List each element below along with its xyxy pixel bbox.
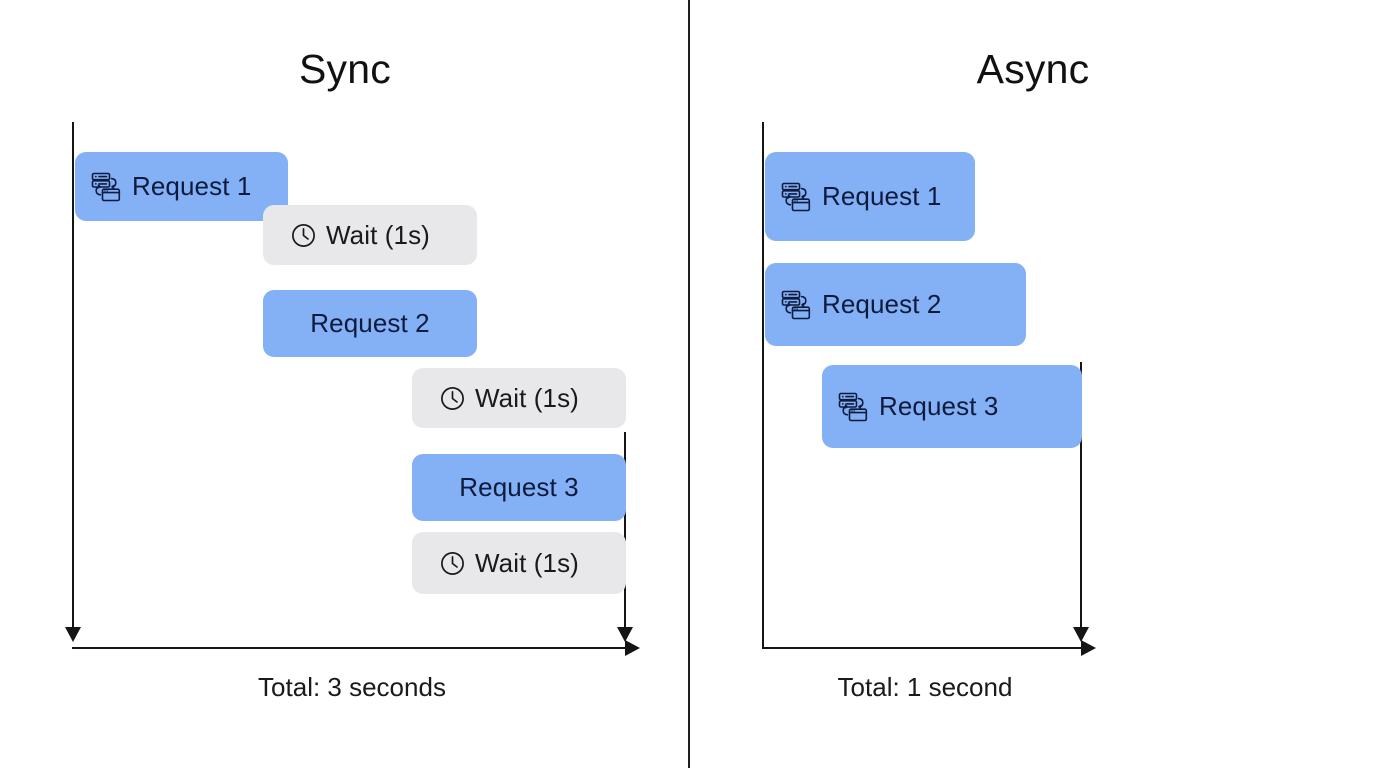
clock-icon — [290, 222, 317, 249]
sync-bar-wait-3-label: Wait (1s) — [475, 547, 579, 578]
api-request-icon — [779, 288, 813, 322]
async-end-axis-arrowhead — [1073, 627, 1089, 642]
api-request-icon — [836, 390, 870, 424]
sync-bar-wait-1[interactable]: Wait (1s) — [263, 205, 477, 265]
api-request-icon — [89, 170, 123, 204]
async-bar-request-3[interactable]: Request 3 — [822, 365, 1082, 448]
async-duration-arrowhead — [1081, 640, 1096, 656]
sync-bar-wait-3[interactable]: Wait (1s) — [412, 532, 626, 594]
api-request-icon — [779, 180, 813, 214]
sync-start-axis-line — [72, 122, 74, 627]
sync-total-label: Total: 3 seconds — [258, 672, 446, 702]
async-bar-request-1[interactable]: Request 1 — [765, 152, 975, 241]
panel-divider — [688, 0, 690, 768]
sync-duration-baseline — [72, 647, 632, 649]
async-total-label: Total: 1 second — [837, 672, 1013, 702]
sync-bar-wait-1-label: Wait (1s) — [326, 219, 430, 250]
async-bar-request-3-label: Request 3 — [879, 391, 999, 421]
async-bar-request-2[interactable]: Request 2 — [765, 263, 1026, 346]
async-bar-request-1-label: Request 1 — [822, 181, 942, 211]
sync-end-axis-arrowhead — [617, 627, 633, 642]
async-panel-title: Async — [976, 46, 1090, 92]
sync-bar-request-3-label: Request 3 — [459, 472, 579, 502]
sync-bar-request-1[interactable]: Request 1 — [75, 152, 288, 221]
async-duration-baseline — [762, 647, 1088, 649]
sync-bar-request-2[interactable]: Request 2 — [263, 290, 477, 357]
sync-bar-request-1-label: Request 1 — [132, 171, 252, 201]
sync-panel-title: Sync — [299, 46, 391, 92]
clock-icon — [439, 550, 466, 577]
sync-start-axis-arrowhead — [65, 627, 81, 642]
sync-bar-wait-2[interactable]: Wait (1s) — [412, 368, 626, 428]
sync-duration-arrowhead — [625, 640, 640, 656]
sync-end-axis-line — [624, 432, 626, 627]
sync-bar-request-3[interactable]: Request 3 — [412, 454, 626, 521]
sync-bar-request-2-label: Request 2 — [310, 308, 430, 338]
sync-bar-wait-2-label: Wait (1s) — [475, 382, 579, 413]
async-bar-request-2-label: Request 2 — [822, 289, 942, 319]
clock-icon — [439, 385, 466, 412]
async-end-axis-line — [1080, 362, 1082, 627]
async-start-axis-line — [762, 122, 764, 647]
